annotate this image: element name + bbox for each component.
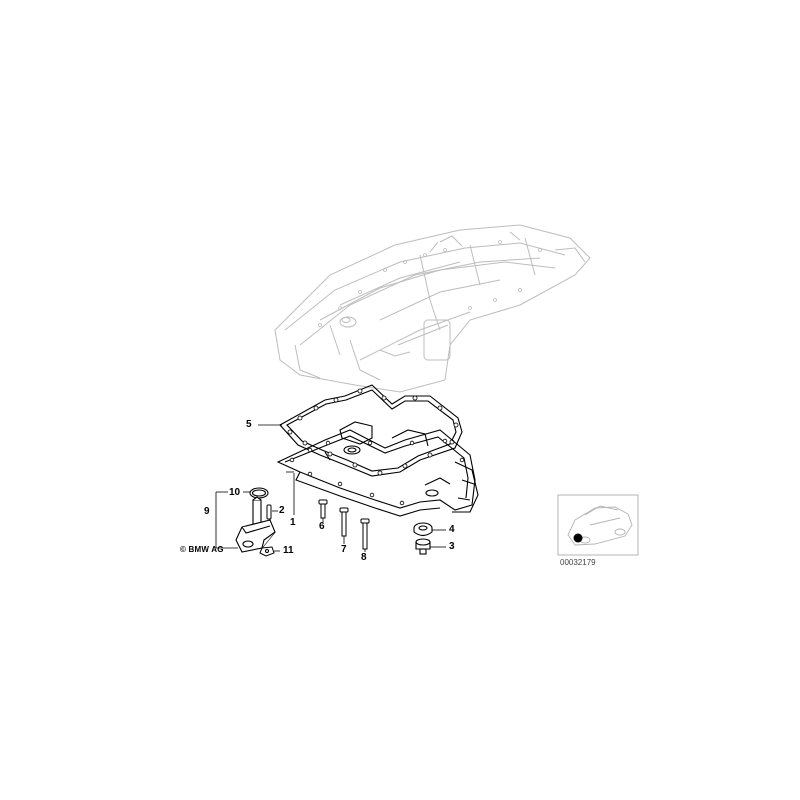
leader-lines (215, 424, 446, 552)
bolt-long (360, 518, 370, 550)
callout-10: 10 (229, 487, 241, 498)
callout-7: 7 (341, 544, 347, 555)
callout-3: 3 (449, 541, 455, 552)
oil-level-sensor (235, 496, 276, 553)
callout-11: 11 (283, 545, 294, 556)
callout-6: 6 (319, 521, 325, 532)
callout-4: 4 (449, 524, 455, 535)
callout-2: 2 (279, 505, 285, 516)
vehicle-locator-thumbnail (557, 494, 639, 556)
drain-plug (415, 538, 431, 555)
oil-pan-gasket (279, 384, 463, 477)
oil-pan (276, 421, 479, 517)
catalog-number: 00032179 (560, 558, 596, 567)
bolt-short (318, 499, 328, 519)
sealing-washer (413, 522, 433, 537)
copyright-label: © BMW AG (180, 545, 224, 554)
o-ring (249, 487, 269, 499)
bolt-medium (339, 507, 349, 537)
location-marker-icon (573, 533, 583, 543)
callout-9: 9 (204, 506, 210, 517)
engine-block-context (274, 224, 591, 393)
hex-nut (259, 546, 275, 557)
dowel-pin (266, 504, 272, 520)
callout-8: 8 (361, 552, 367, 563)
callout-5: 5 (246, 419, 252, 430)
callout-1: 1 (290, 517, 296, 528)
